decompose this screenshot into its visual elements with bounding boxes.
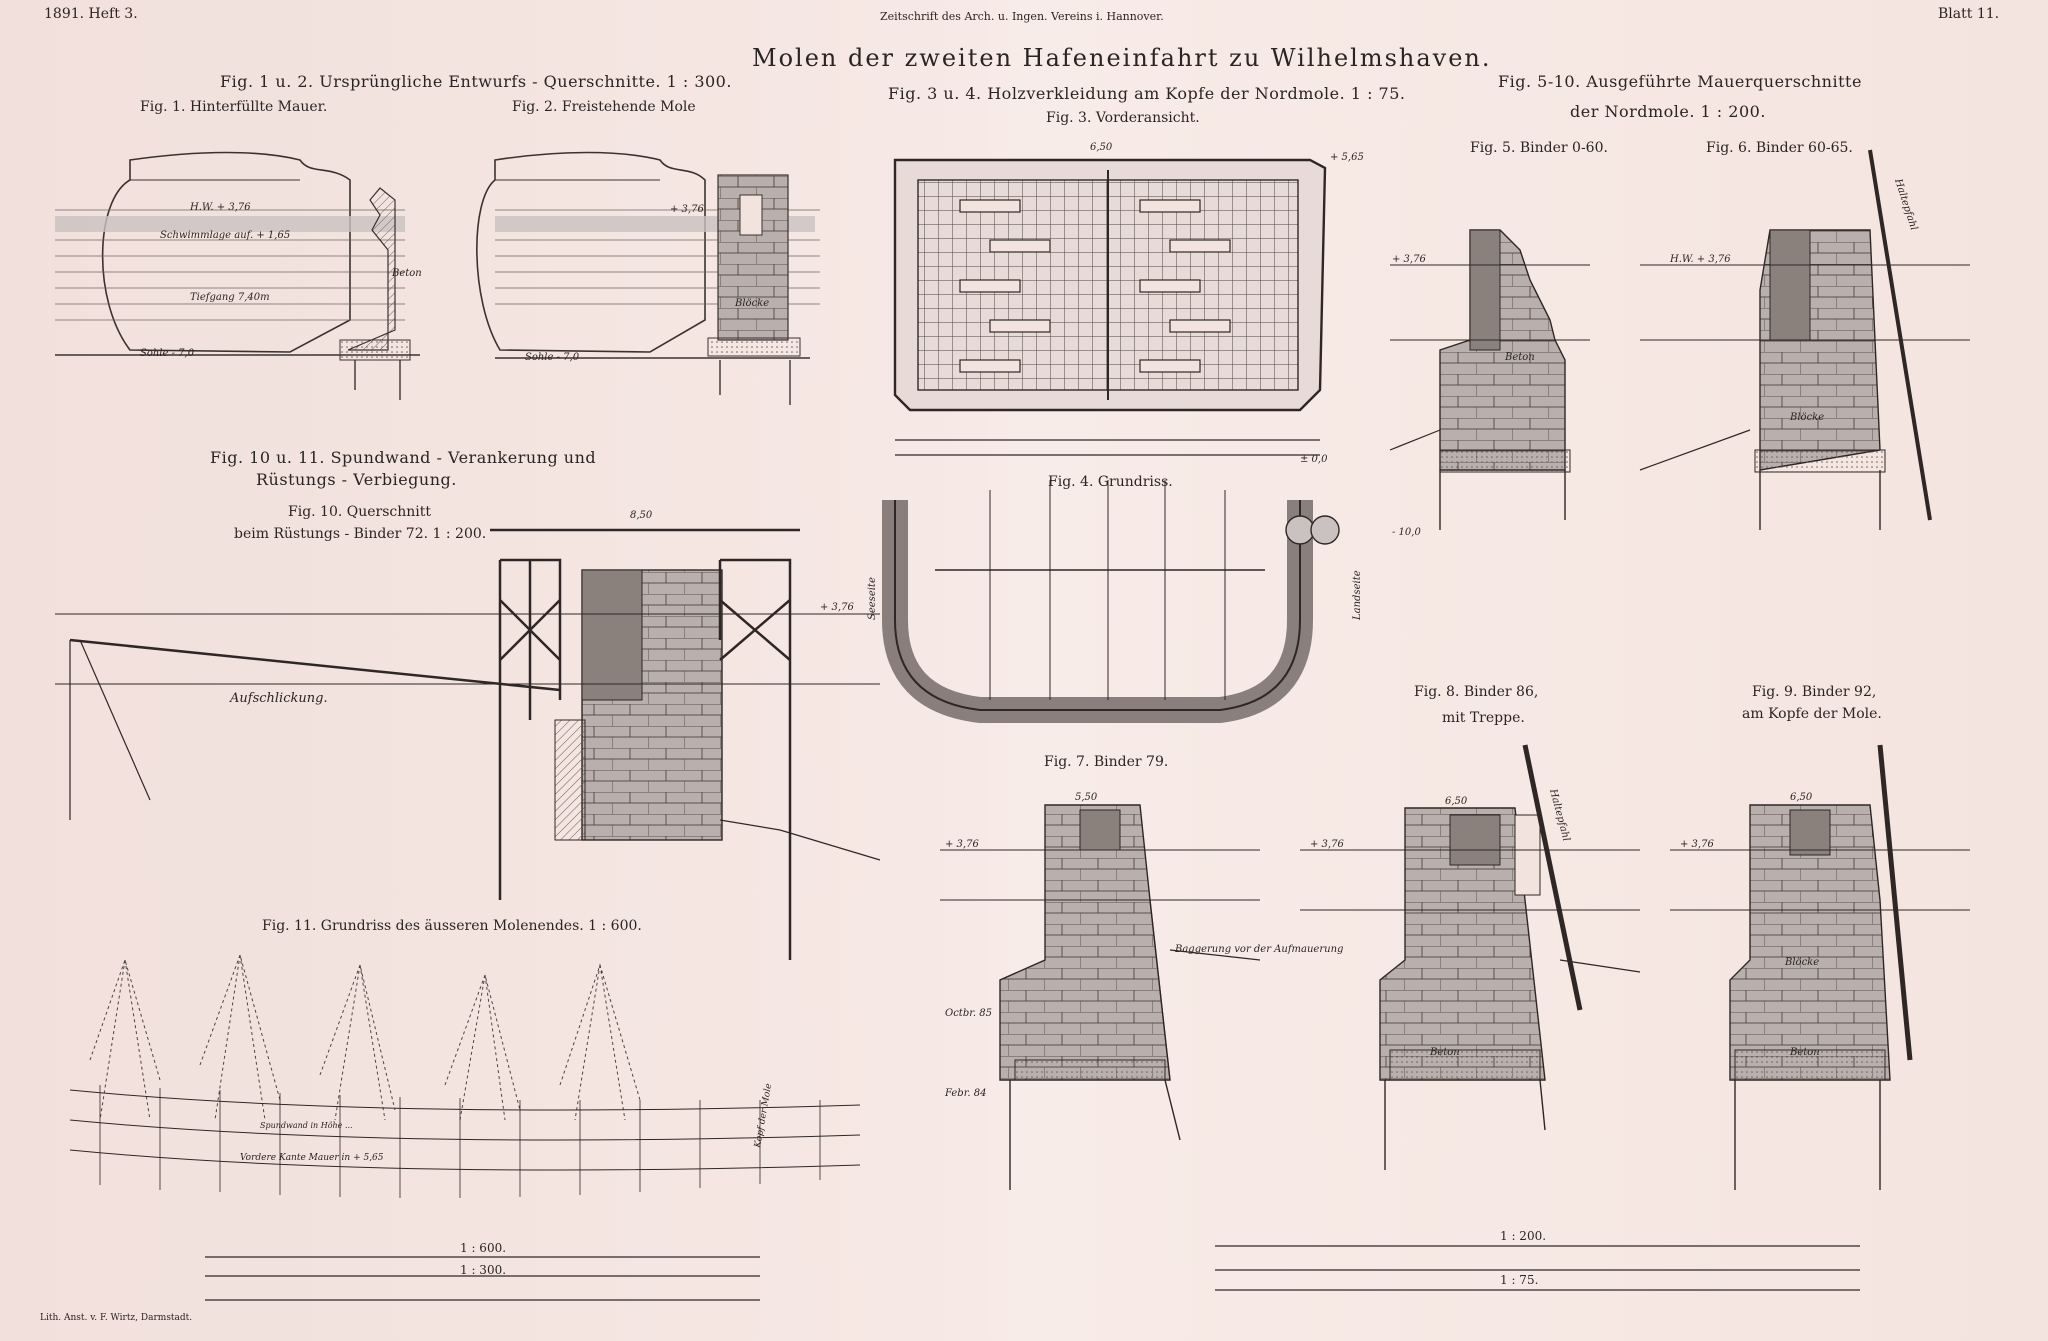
fig5-bottom-level: - 10,0 xyxy=(1392,527,1421,538)
fig8-haltepfahl-label: Haltepfahl xyxy=(1547,787,1572,843)
fig2-hw-label: + 3,76 xyxy=(670,204,704,215)
fig8-width-label: 6,50 xyxy=(1445,796,1468,807)
fig4-title: Fig. 4. Grundriss. xyxy=(1048,474,1173,490)
scale-200-label: 1 : 200. xyxy=(1500,1229,1546,1243)
fig10-title-1: Fig. 10. Querschnitt xyxy=(288,504,432,520)
fig7-octbr-label: Octbr. 85 xyxy=(945,1008,992,1019)
fig10-title-2: beim Rüstungs - Binder 72. 1 : 200. xyxy=(234,526,487,542)
fig7-title: Fig. 7. Binder 79. xyxy=(1044,754,1169,770)
fig2-title: Fig. 2. Freistehende Mole xyxy=(512,99,696,115)
page-title: Molen der zweiten Hafeneinfahrt zu Wilhe… xyxy=(752,44,1492,72)
fig8-hw-label: + 3,76 xyxy=(1310,839,1344,850)
fig11-drawing xyxy=(69,953,861,1198)
fig11-kopf-label: Kopf der Mole xyxy=(753,1083,774,1150)
issue-label: 1891. Heft 3. xyxy=(44,6,138,22)
fig6-haltepfahl-label: Haltepfahl xyxy=(1892,177,1919,232)
fig5-10-caption-1: Fig. 5-10. Ausgeführte Mauerquerschnitte xyxy=(1498,72,1862,91)
fig9-hw-label: + 3,76 xyxy=(1680,839,1714,850)
fig10-width-label: 8,50 xyxy=(630,510,653,521)
fig1-title: Fig. 1. Hinterfüllte Mauer. xyxy=(140,99,328,115)
fig7-hw-label: + 3,76 xyxy=(945,839,979,850)
fig7-width-label: 5,50 xyxy=(1075,792,1098,803)
fig1-hw-label: H.W. + 3,76 xyxy=(189,202,251,213)
fig3-4-caption: Fig. 3 u. 4. Holzverkleidung am Kopfe de… xyxy=(888,84,1406,103)
fig9-width-label: 6,50 xyxy=(1790,792,1813,803)
scale-bars xyxy=(205,1245,1860,1301)
scale-600-label: 1 : 600. xyxy=(460,1241,506,1255)
fig11-title: Fig. 11. Grundriss des äusseren Molenend… xyxy=(262,918,642,934)
fig1-beton-label: Beton xyxy=(391,268,422,279)
fig5-title: Fig. 5. Binder 0-60. xyxy=(1470,140,1608,156)
fig9-title-1: Fig. 9. Binder 92, xyxy=(1752,684,1877,700)
fig10-hw-label: + 3,76 xyxy=(820,602,854,613)
sheet-number: Blatt 11. xyxy=(1938,6,2000,22)
fig9-beton-label: Beton xyxy=(1789,1047,1820,1058)
fig11-spundwand-label: Spundwand in Höhe ... xyxy=(260,1121,353,1130)
fig9-title-2: am Kopfe der Mole. xyxy=(1742,706,1882,722)
fig3-width-label: 6,50 xyxy=(1090,142,1113,153)
fig3-drawing xyxy=(893,158,1327,456)
fig9-drawing xyxy=(1670,744,1970,1190)
scale-75-label: 1 : 75. xyxy=(1500,1273,1538,1287)
fig5-beton-label: Beton xyxy=(1504,352,1535,363)
fig10-11-caption-1: Fig. 10 u. 11. Spundwand - Verankerung u… xyxy=(210,448,597,467)
fig2-drawing xyxy=(476,151,820,405)
fig8-drawing xyxy=(1300,744,1641,1170)
fig6-title: Fig. 6. Binder 60-65. xyxy=(1706,140,1853,156)
fig6-hw-label: H.W. + 3,76 xyxy=(1669,254,1731,265)
fig6-drawing xyxy=(1639,149,1970,530)
fig4-landseite-label: Landseite xyxy=(1352,570,1363,621)
fig3-zero-level: ± 0,0 xyxy=(1300,454,1328,465)
fig5-hw-label: + 3,76 xyxy=(1392,254,1426,265)
fig10-drawing xyxy=(55,528,881,960)
imprint: Lith. Anst. v. F. Wirtz, Darmstadt. xyxy=(40,1313,192,1323)
fig10-11-caption-2: Rüstungs - Verbiegung. xyxy=(256,470,457,489)
fig7-febr-label: Febr. 84 xyxy=(944,1088,986,1099)
fig2-bloecke-label: Blöcke xyxy=(734,298,769,309)
fig1-tiefgang-label: Tiefgang 7,40m xyxy=(190,292,270,303)
fig5-10-caption-2: der Nordmole. 1 : 200. xyxy=(1570,102,1766,121)
scale-300-label: 1 : 300. xyxy=(460,1263,506,1277)
fig7-drawing xyxy=(940,804,1261,1190)
fig11-vordere-kante-label: Vordere Kante Mauer in + 5,65 xyxy=(240,1153,384,1163)
journal-label: Zeitschrift des Arch. u. Ingen. Vereins … xyxy=(880,10,1164,23)
fig8-beton-label: Beton xyxy=(1429,1047,1460,1058)
fig1-schwimm-label: Schwimmlage auf. + 1,65 xyxy=(160,230,290,241)
fig4-drawing xyxy=(882,480,1340,723)
fig7-baggerung-label: Baggerung vor der Aufmauerung xyxy=(1174,944,1343,955)
fig6-bloecke-label: Blöcke xyxy=(1789,412,1824,423)
fig3-title: Fig. 3. Vorderansicht. xyxy=(1046,110,1200,126)
fig1-sohle-label: Sohle - 7,0 xyxy=(140,348,195,359)
fig1-drawing xyxy=(55,151,420,400)
fig5-drawing xyxy=(1389,229,1590,530)
fig9-bloecke-label: Blöcke xyxy=(1784,957,1819,968)
fig2-sohle-label: Sohle - 7,0 xyxy=(525,352,580,363)
fig8-title-2: mit Treppe. xyxy=(1442,710,1525,726)
fig8-title-1: Fig. 8. Binder 86, xyxy=(1414,684,1539,700)
fig1-2-caption: Fig. 1 u. 2. Ursprüngliche Entwurfs - Qu… xyxy=(220,72,732,91)
fig3-top-level: + 5,65 xyxy=(1330,152,1364,163)
fig10-aufschlickung-label: Aufschlickung. xyxy=(229,691,328,706)
fig4-seeseite-label: Seeseite xyxy=(867,577,878,620)
